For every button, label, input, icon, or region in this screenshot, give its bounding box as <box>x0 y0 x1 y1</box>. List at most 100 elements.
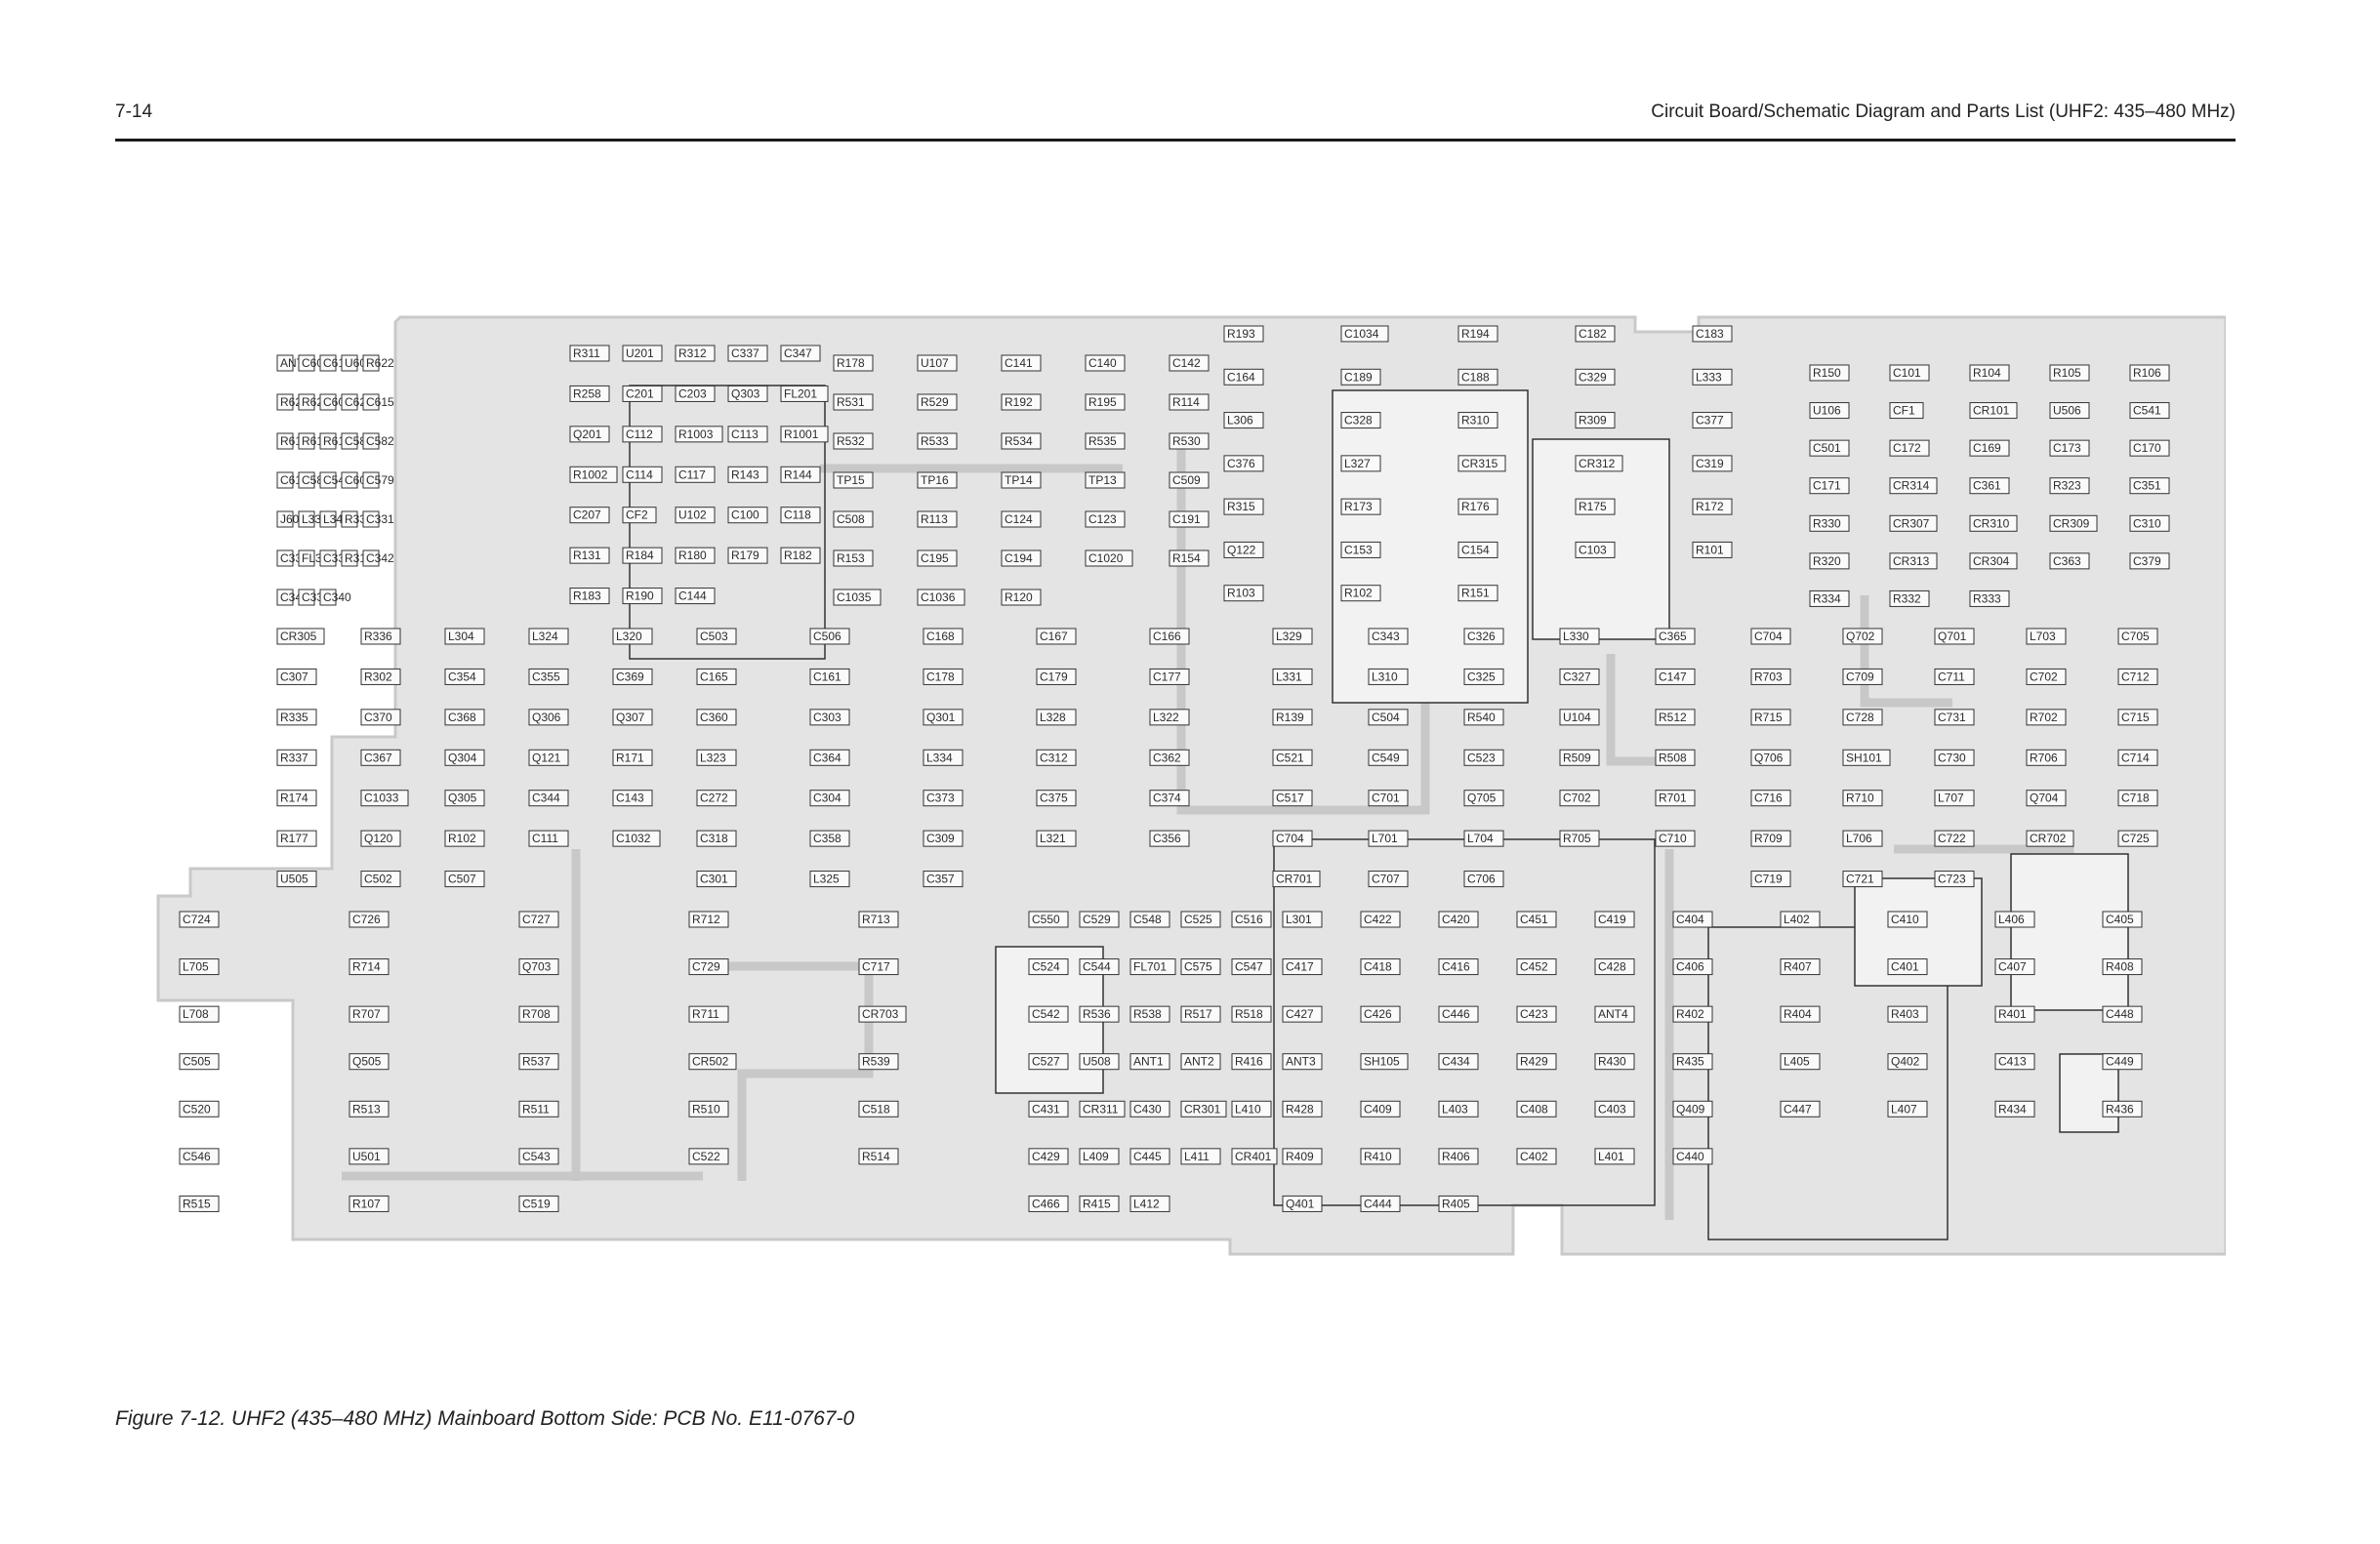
component-label: C1020 <box>1088 551 1124 565</box>
component-box <box>858 1148 899 1165</box>
component-label: R104 <box>1973 366 2001 380</box>
component-r404: R404 <box>1780 1005 1821 1023</box>
component-label: R323 <box>2053 479 2081 493</box>
component-label: C504 <box>1372 711 1400 724</box>
component-q706: Q706 <box>1750 749 1791 766</box>
component-cr313: CR313 <box>1889 552 1938 570</box>
component-box <box>360 871 401 888</box>
component-label: Q704 <box>2030 792 2059 805</box>
component-label: C367 <box>364 751 392 764</box>
component-cf1: CF1 <box>1889 402 1924 420</box>
component-box <box>780 385 829 402</box>
figure-caption: Figure 7-12. UHF2 (435–480 MHz) Mainboar… <box>115 1407 855 1430</box>
component-box <box>1001 393 1042 411</box>
component-c374: C374 <box>1149 790 1190 807</box>
component-box <box>276 830 317 847</box>
component-label: CR401 <box>1235 1150 1272 1163</box>
component-box <box>858 1100 899 1117</box>
component-box <box>1001 549 1042 567</box>
component-c702: C702 <box>1559 790 1600 807</box>
component-box <box>1223 412 1264 429</box>
component-cr702: CR702 <box>2026 830 2074 847</box>
component-c172: C172 <box>1889 439 1930 457</box>
component-c361: C361 <box>1969 477 2010 495</box>
component-label: U506 <box>2053 404 2081 418</box>
component-box <box>1438 1195 1479 1212</box>
component-box <box>2129 364 2170 382</box>
component-box <box>1889 514 1938 532</box>
component-label: Q706 <box>1754 751 1784 764</box>
component-r530: R530 <box>1169 432 1210 450</box>
component-label: R533 <box>921 434 949 448</box>
component-label: R194 <box>1461 327 1490 341</box>
component-cr315: CR315 <box>1457 455 1506 472</box>
component-box <box>1149 668 1190 685</box>
component-label: C167 <box>1040 630 1068 643</box>
component-box <box>360 830 401 847</box>
component-r151: R151 <box>1457 585 1498 602</box>
component-label: R332 <box>1893 591 1921 605</box>
component-label: C516 <box>1235 913 1263 926</box>
component-box <box>1934 830 1975 847</box>
component-box <box>362 393 380 411</box>
component-label: R429 <box>1520 1055 1548 1069</box>
component-box <box>1231 1005 1272 1023</box>
component-box <box>1129 1100 1170 1117</box>
component-q304: Q304 <box>444 749 485 766</box>
component-box <box>1889 439 1930 457</box>
component-r711: R711 <box>688 1005 729 1023</box>
component-label: R309 <box>1579 414 1607 427</box>
component-box <box>809 871 850 888</box>
component-q121: Q121 <box>528 749 569 766</box>
component-label: C363 <box>2053 554 2081 568</box>
component-box <box>2026 749 2067 766</box>
component-label: L411 <box>1184 1150 1210 1163</box>
component-label: C445 <box>1133 1150 1162 1163</box>
component-label: R178 <box>837 356 865 370</box>
component-box <box>622 345 663 362</box>
component-label: C369 <box>616 670 644 683</box>
component-c413: C413 <box>1994 1053 2035 1071</box>
component-box <box>809 749 850 766</box>
component-box <box>1887 911 1928 928</box>
component-r714: R714 <box>349 958 390 976</box>
component-r705: R705 <box>1559 830 1600 847</box>
component-label: C525 <box>1184 913 1212 926</box>
component-box <box>349 1100 390 1117</box>
component-c716: C716 <box>1750 790 1791 807</box>
component-label: C178 <box>926 670 955 683</box>
component-c325: C325 <box>1463 668 1504 685</box>
component-box <box>727 385 768 402</box>
component-box <box>1655 830 1696 847</box>
component-box <box>727 466 768 483</box>
component-l701: L701 <box>1368 830 1409 847</box>
component-c446: C446 <box>1438 1005 1479 1023</box>
component-q201: Q201 <box>569 426 610 443</box>
component-c327: C327 <box>1559 668 1600 685</box>
component-box <box>688 1148 729 1165</box>
component-label: CR702 <box>2030 832 2067 845</box>
component-box <box>1692 541 1733 558</box>
component-label: C407 <box>1998 960 2027 974</box>
component-box <box>2026 830 2074 847</box>
component-l707: L707 <box>1934 790 1975 807</box>
component-label: C351 <box>2133 479 2161 493</box>
component-box <box>1129 1053 1170 1071</box>
component-c112: C112 <box>622 426 663 443</box>
component-box <box>696 628 737 645</box>
component-box <box>360 749 401 766</box>
component-box <box>1223 368 1264 386</box>
component-r712: R712 <box>688 911 729 928</box>
component-r533: R533 <box>917 432 958 450</box>
component-box <box>675 426 723 443</box>
component-c518: C518 <box>858 1100 899 1117</box>
component-label: R315 <box>1227 500 1255 513</box>
component-c178: C178 <box>923 668 964 685</box>
component-label: R508 <box>1659 751 1687 764</box>
component-box <box>1231 1148 1278 1165</box>
component-label: R702 <box>2030 711 2058 724</box>
component-box <box>444 749 485 766</box>
component-box <box>341 510 358 528</box>
component-box <box>1457 368 1498 386</box>
component-r514: R514 <box>858 1148 899 1165</box>
